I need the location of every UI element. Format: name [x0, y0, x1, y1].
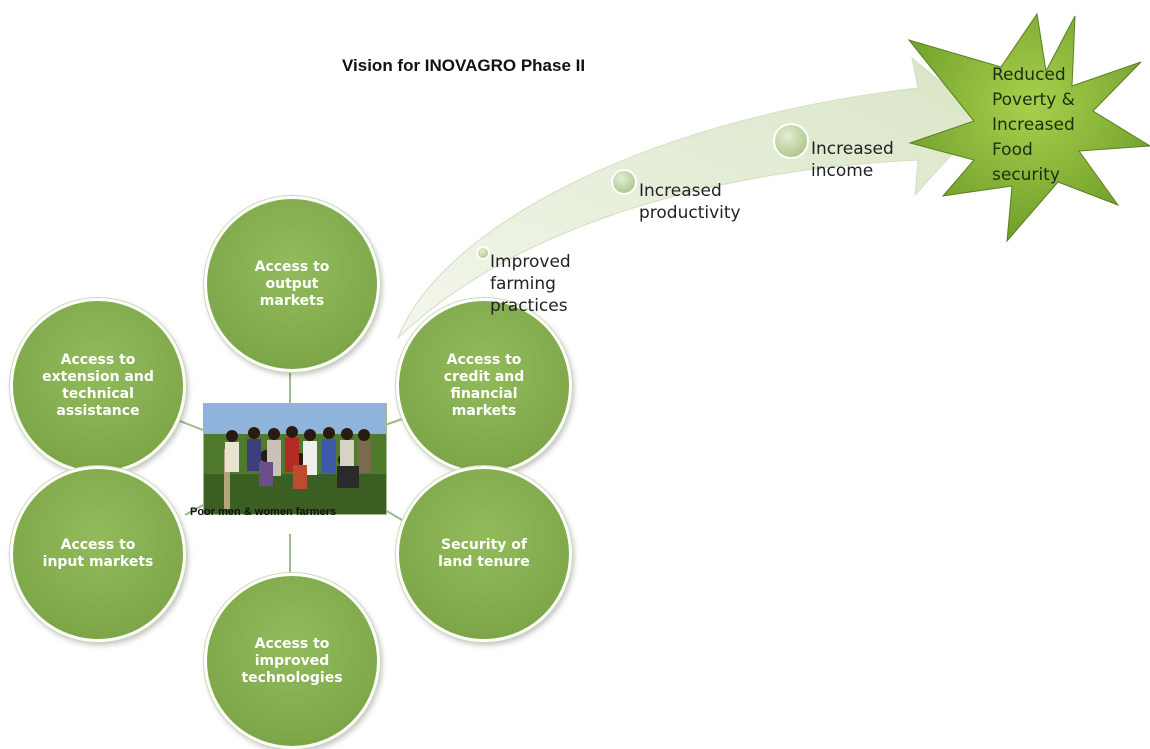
node-land-tenure: Security of land tenure [396, 466, 572, 642]
goal-starburst [907, 12, 1150, 243]
node-credit-financial-markets: Access to credit and financial markets [396, 298, 572, 474]
node-improved-technologies: Access to improved technologies [204, 573, 380, 749]
node-label: Security of land tenure [438, 537, 530, 570]
node-label: Access to input markets [42, 537, 154, 570]
node-label: Access to output markets [254, 258, 330, 309]
node-input-markets: Access to input markets [10, 466, 186, 642]
node-label: Access to extension and technical assist… [42, 352, 154, 419]
pathway-label-improved-practices: Improved farming practices [490, 252, 571, 316]
pathway-dot-3 [773, 123, 809, 159]
pathway-dot-1 [476, 246, 490, 260]
diagram-title: Vision for INOVAGRO Phase II [342, 56, 586, 75]
node-extension-assistance: Access to extension and technical assist… [10, 298, 186, 474]
center-caption: Poor men & women farmers [190, 506, 337, 518]
farmers-photo [203, 403, 387, 515]
goal-label: Reduced Poverty & Increased Food securit… [992, 65, 1075, 185]
farmers-photo-image [204, 404, 386, 514]
node-label: Access to credit and financial markets [443, 352, 525, 419]
node-label: Access to improved technologies [241, 635, 343, 686]
node-output-markets: Access to output markets [204, 196, 380, 372]
pathway-dot-2 [611, 169, 637, 195]
pathway-label-increased-productivity: Increased productivity [639, 181, 741, 223]
pathway-label-increased-income: Increased income [811, 139, 894, 181]
